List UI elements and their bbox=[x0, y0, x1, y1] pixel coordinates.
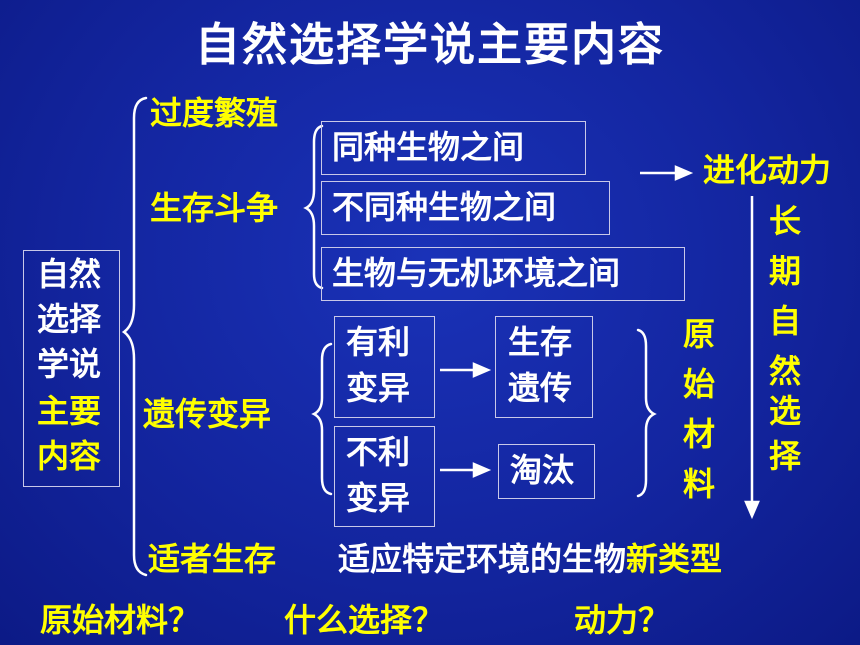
struggle-brace bbox=[303, 124, 324, 290]
arrow-down-head bbox=[744, 500, 760, 520]
long-term-4: 然 bbox=[769, 352, 802, 390]
left-box-line2: 选择 bbox=[37, 300, 102, 338]
variation-brace bbox=[311, 342, 333, 496]
arrow-favorable-head bbox=[472, 362, 492, 378]
favorable-line1: 有利 bbox=[346, 323, 411, 361]
branch-variation: 遗传变异 bbox=[143, 395, 272, 433]
main-brace bbox=[121, 96, 148, 577]
question-raw-material: 原始材料？ bbox=[40, 601, 201, 639]
arrow-unfavorable-head bbox=[472, 462, 492, 478]
branch-struggle: 生存斗争 bbox=[150, 189, 279, 227]
left-box-line1: 自然 bbox=[37, 255, 102, 293]
struggle-item-3-box bbox=[321, 247, 685, 301]
long-term-3: 自 bbox=[769, 302, 802, 340]
favorable-line2: 变异 bbox=[346, 369, 411, 407]
left-box-line5: 内容 bbox=[37, 437, 102, 475]
survive-box bbox=[495, 316, 593, 418]
unfavorable-box bbox=[334, 426, 435, 527]
struggle-item-3: 生物与无机环境之间 bbox=[332, 254, 621, 292]
long-term-2: 期 bbox=[769, 252, 802, 290]
survive-line2: 遗传 bbox=[508, 369, 573, 407]
raw-material-3: 材 bbox=[683, 415, 716, 453]
struggle-item-2-box bbox=[321, 181, 610, 235]
raw-material-4: 料 bbox=[683, 465, 716, 503]
struggle-item-2: 不同种生物之间 bbox=[332, 188, 557, 226]
eliminate-box bbox=[498, 444, 595, 499]
struggle-item-1-box bbox=[321, 121, 586, 175]
unfavorable-line1: 不利 bbox=[346, 433, 411, 471]
fittest-desc-white: 适应特定环境的生物 bbox=[338, 540, 627, 578]
outcome-brace bbox=[636, 328, 657, 498]
raw-material-2: 始 bbox=[683, 365, 716, 403]
fittest-desc-yellow: 新类型 bbox=[626, 540, 723, 578]
left-box-line4: 主要 bbox=[37, 392, 102, 430]
struggle-item-1: 同种生物之间 bbox=[332, 128, 525, 166]
fittest-description: 适应特定环境的生物新类型 bbox=[338, 543, 722, 575]
slide-title: 自然选择学说主要内容 bbox=[194, 18, 665, 71]
unfavorable-line2: 变异 bbox=[346, 479, 411, 517]
long-term-1: 长 bbox=[769, 202, 802, 240]
favorable-box bbox=[334, 316, 435, 418]
survive-line1: 生存 bbox=[508, 323, 573, 361]
question-selection: 什么选择？ bbox=[284, 601, 445, 639]
evolution-force: 进化动力 bbox=[703, 151, 832, 189]
branch-fittest: 适者生存 bbox=[148, 540, 277, 578]
branch-overbreeding: 过度繁殖 bbox=[150, 94, 279, 132]
long-term-6: 择 bbox=[769, 437, 802, 475]
eliminate: 淘汰 bbox=[510, 451, 575, 489]
raw-material-1: 原 bbox=[683, 315, 716, 353]
long-term-5: 选 bbox=[769, 392, 802, 430]
left-box-line3: 学说 bbox=[37, 345, 102, 383]
arrow-evolution-head bbox=[674, 165, 694, 181]
left-box bbox=[23, 250, 120, 487]
question-force: 动力？ bbox=[574, 601, 671, 639]
